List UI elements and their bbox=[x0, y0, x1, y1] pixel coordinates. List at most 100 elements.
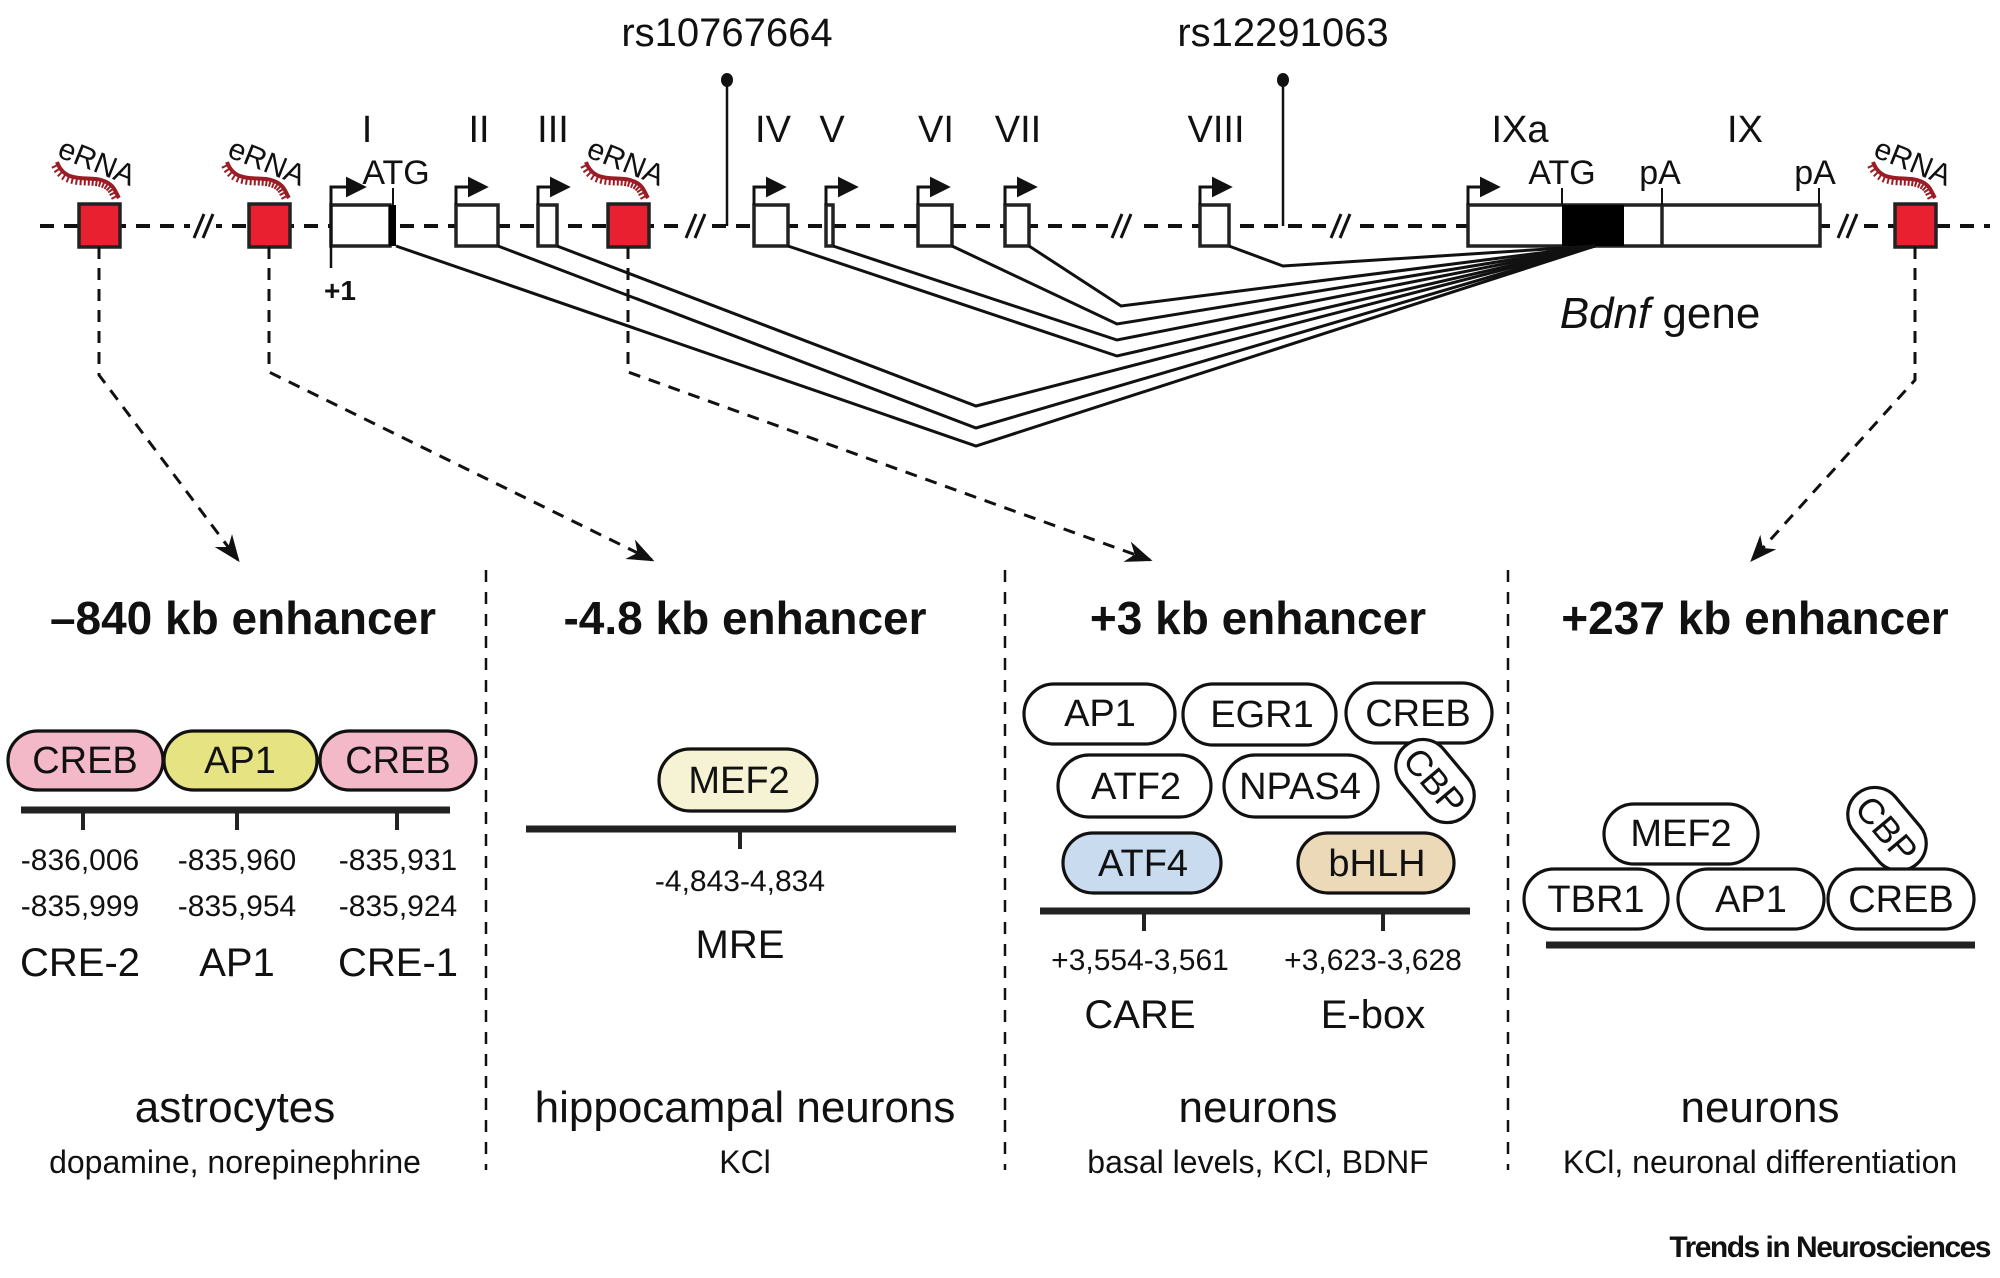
enhancer-connectors bbox=[97, 247, 1917, 563]
panel-plus3-enhancer: +3 kb enhancer AP1 EGR1 CREB ATF2 NPAS4 … bbox=[1022, 592, 1494, 1180]
panel-minus840-enhancer: –840 kb enhancer CREB AP1 CREB -836,006 … bbox=[6, 592, 478, 1180]
svg-text:MEF2: MEF2 bbox=[1630, 813, 1731, 855]
factor-creb: CREB bbox=[318, 729, 478, 792]
cell-type: hippocampal neurons bbox=[535, 1083, 956, 1132]
break-mark-icon bbox=[1108, 212, 1134, 240]
exon-VIII: VIII bbox=[1187, 109, 1245, 248]
svg-text:MEF2: MEF2 bbox=[688, 760, 789, 802]
exon-I: I ATG +1 bbox=[324, 109, 430, 306]
pa-label: pA bbox=[1794, 154, 1836, 192]
break-marks bbox=[190, 212, 1860, 240]
site-coord: +3,623-3,628 bbox=[1284, 944, 1462, 977]
exon-label: IV bbox=[755, 109, 792, 151]
svg-text:CREB: CREB bbox=[345, 740, 451, 782]
enhancer-box-minus840 bbox=[77, 202, 122, 249]
cell-type: neurons bbox=[1178, 1083, 1337, 1132]
svg-text:AP1: AP1 bbox=[1064, 693, 1136, 735]
exon-label: I bbox=[362, 109, 373, 151]
break-mark-icon bbox=[1327, 212, 1353, 240]
svg-text:CREB: CREB bbox=[1365, 693, 1471, 735]
enhancer-box-plus3 bbox=[606, 202, 651, 249]
svg-text:ATF4: ATF4 bbox=[1098, 843, 1188, 885]
exon-label: V bbox=[819, 109, 845, 151]
site-element: CARE bbox=[1084, 993, 1195, 1037]
svg-text:AP1: AP1 bbox=[204, 740, 276, 782]
exon-VII: VII bbox=[995, 109, 1041, 248]
site-coord: -835,954 bbox=[178, 890, 296, 923]
factor-egr1: EGR1 bbox=[1181, 682, 1338, 747]
exon-label: VII bbox=[995, 109, 1041, 151]
factor-bhlh: bHLH bbox=[1296, 831, 1456, 895]
snp-marker-icon bbox=[1277, 73, 1289, 87]
erna-icon: eRNA bbox=[580, 132, 669, 200]
snp-rs12291063: rs12291063 bbox=[1177, 11, 1389, 226]
factor-creb: CREB bbox=[1344, 681, 1494, 745]
pa-label: pA bbox=[1639, 154, 1681, 192]
svg-text:bHLH: bHLH bbox=[1328, 843, 1425, 885]
panel-title: +3 kb enhancer bbox=[1090, 592, 1426, 644]
stimuli: KCl, neuronal differentiation bbox=[1563, 1144, 1957, 1180]
factor-atf2: ATF2 bbox=[1056, 753, 1213, 819]
snp-marker-icon bbox=[721, 73, 733, 87]
panel-plus237-enhancer: +237 kb enhancer MEF2 CBP TBR1 AP1 CREB … bbox=[1522, 592, 1976, 1180]
exon-label: III bbox=[537, 109, 569, 151]
site-element: CRE-1 bbox=[338, 941, 458, 985]
svg-text:NPAS4: NPAS4 bbox=[1239, 766, 1361, 808]
panel-title: +237 kb enhancer bbox=[1561, 592, 1948, 644]
site-coord: -835,924 bbox=[339, 890, 457, 923]
snp-label: rs10767664 bbox=[621, 11, 832, 55]
gene-name-italic: Bdnf bbox=[1560, 289, 1655, 338]
svg-text:TBR1: TBR1 bbox=[1547, 879, 1644, 921]
panel-title: –840 kb enhancer bbox=[50, 592, 436, 644]
enhancer-box-minus4.8 bbox=[247, 202, 292, 249]
site-coord: -4,843-4,834 bbox=[655, 865, 825, 898]
gene-name: Bdnf gene bbox=[1560, 289, 1761, 338]
atg-label: ATG bbox=[1528, 154, 1595, 192]
factor-atf4: ATF4 bbox=[1061, 831, 1223, 895]
factor-tbr1: TBR1 bbox=[1522, 867, 1670, 931]
exon-label: II bbox=[468, 109, 489, 151]
site-coord: -836,006 bbox=[21, 844, 139, 877]
tss-label: +1 bbox=[324, 275, 356, 306]
exon-IX: IXa IX ATG pA pA bbox=[1466, 109, 1836, 248]
svg-text:CREB: CREB bbox=[1848, 879, 1954, 921]
factor-npas4: NPAS4 bbox=[1222, 753, 1380, 819]
exon-label: VIII bbox=[1187, 109, 1244, 151]
exon-IV: IV bbox=[752, 109, 792, 248]
factor-ap1: AP1 bbox=[1022, 682, 1177, 746]
factor-creb: CREB bbox=[1826, 867, 1976, 931]
panel-title: -4.8 kb enhancer bbox=[563, 592, 926, 644]
exon-V: V bbox=[819, 109, 859, 248]
break-mark-icon bbox=[190, 212, 216, 240]
exon-II: II bbox=[454, 109, 500, 248]
break-mark-icon bbox=[682, 212, 708, 240]
svg-text:EGR1: EGR1 bbox=[1210, 694, 1313, 736]
site-element: MRE bbox=[696, 923, 785, 967]
erna-icon: eRNA bbox=[51, 132, 140, 200]
factor-cbp: CBP bbox=[1846, 785, 1928, 873]
factor-mef2: MEF2 bbox=[657, 747, 819, 813]
atg-label: ATG bbox=[362, 154, 429, 192]
exon-label: IXa bbox=[1491, 109, 1549, 151]
site-coord: -835,931 bbox=[339, 844, 457, 877]
svg-text:AP1: AP1 bbox=[1715, 879, 1787, 921]
exon-label: IX bbox=[1727, 109, 1763, 151]
factor-mef2: MEF2 bbox=[1602, 802, 1760, 866]
exon-III: III bbox=[536, 109, 571, 248]
cell-type: astrocytes bbox=[135, 1083, 336, 1132]
factor-ap1: AP1 bbox=[1676, 867, 1826, 931]
gene-name-suffix: gene bbox=[1650, 289, 1760, 338]
svg-text:CREB: CREB bbox=[32, 740, 138, 782]
site-coord: -835,999 bbox=[21, 890, 139, 923]
stimuli: dopamine, norepinephrine bbox=[49, 1144, 421, 1180]
erna-icon: eRNA bbox=[1867, 132, 1956, 200]
journal-credit: Trends in Neurosciences bbox=[1669, 1231, 1990, 1264]
site-element: AP1 bbox=[199, 941, 275, 985]
stimuli: KCl bbox=[719, 1144, 771, 1180]
splice-lines bbox=[395, 244, 1596, 448]
factor-creb: CREB bbox=[6, 729, 165, 792]
snp-label: rs12291063 bbox=[1177, 11, 1388, 55]
site-element: CRE-2 bbox=[20, 941, 140, 985]
